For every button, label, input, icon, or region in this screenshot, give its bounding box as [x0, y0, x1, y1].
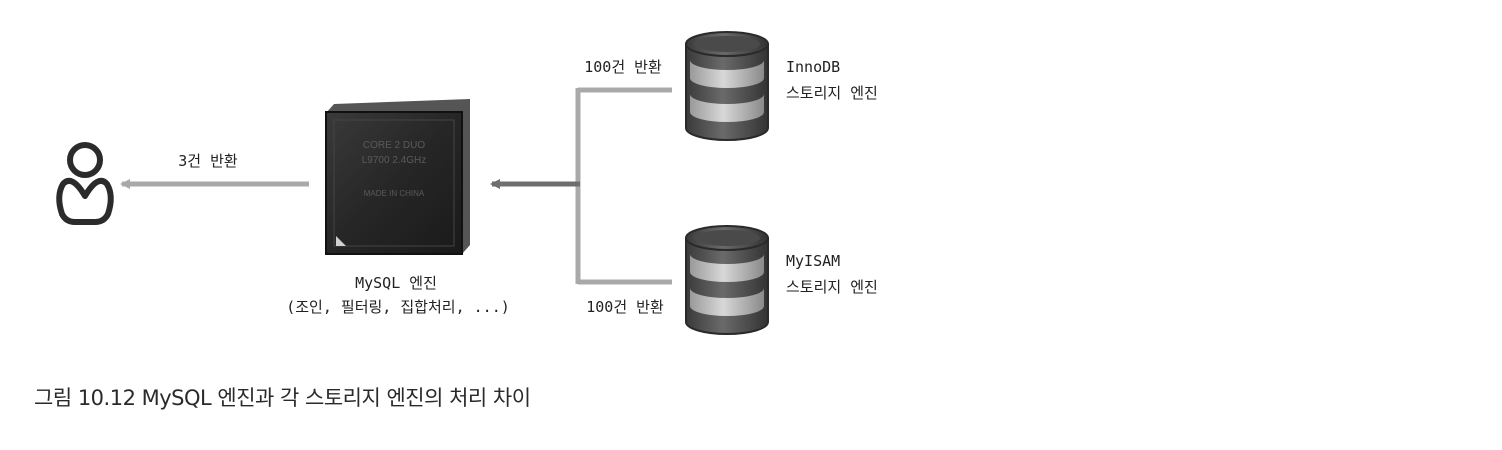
engine-features-label: (조인, 필터링, 집합처리, ...)	[286, 298, 510, 316]
storage-connector	[575, 87, 672, 285]
myisam-name: MyISAM	[786, 252, 840, 270]
innodb-name: InnoDB	[786, 58, 840, 76]
engine-name-label: MySQL 엔진	[355, 274, 437, 292]
innodb-database-icon	[685, 31, 769, 141]
mysql-engine-chip: CORE 2 DUO L9700 2.4GHz MADE IN CHINA	[325, 99, 470, 255]
myisam-database-icon	[685, 225, 769, 335]
innodb-type: 스토리지 엔진	[786, 84, 878, 102]
myisam-type: 스토리지 엔진	[786, 278, 878, 296]
user-return-label: 3건 반환	[178, 152, 238, 170]
chip-line-3: MADE IN CHINA	[364, 189, 425, 198]
user-icon	[56, 142, 114, 225]
myisam-return-label: 100건 반환	[586, 298, 664, 316]
chip-line-2: L9700 2.4GHz	[362, 155, 427, 166]
chip-line-1: CORE 2 DUO	[363, 140, 425, 151]
figure-caption: 그림 10.12 MySQL 엔진과 각 스토리지 엔진의 처리 차이	[34, 386, 531, 410]
innodb-return-label: 100건 반환	[584, 58, 662, 76]
